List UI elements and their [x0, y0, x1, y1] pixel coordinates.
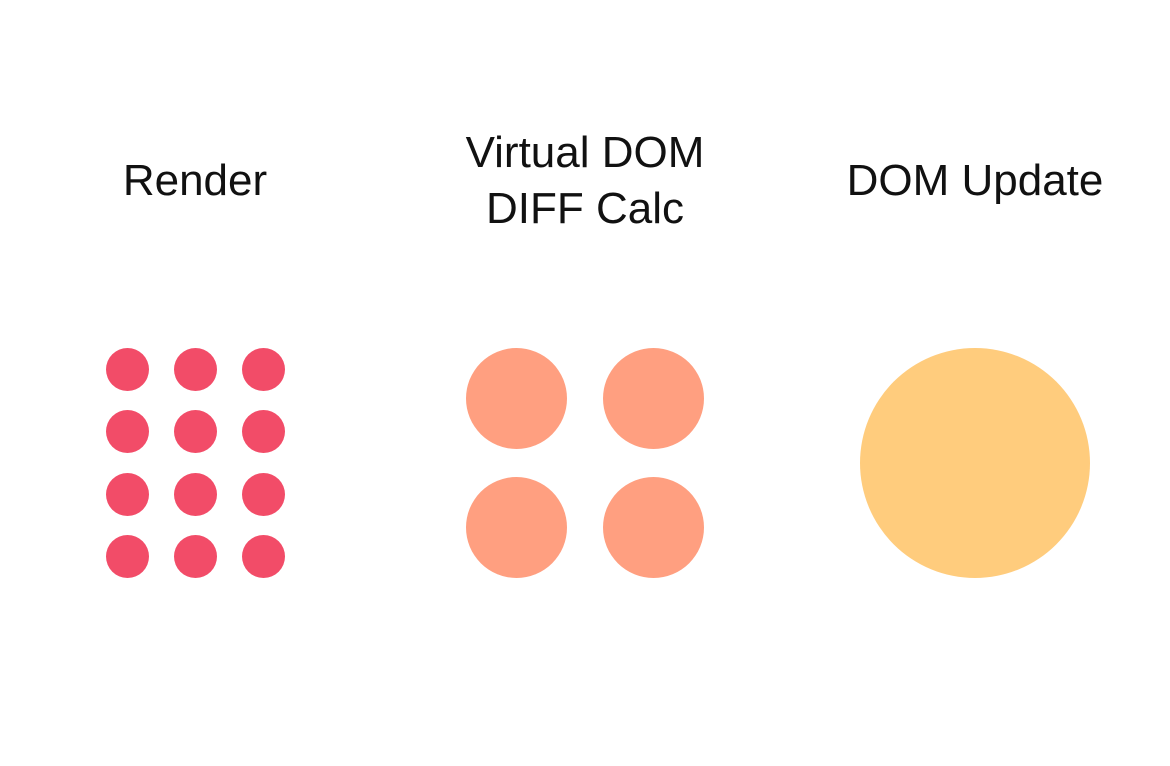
render-dot [242, 348, 285, 391]
render-dot [242, 473, 285, 516]
render-dot [174, 535, 217, 578]
stage-title-virtual-dom-diff: Virtual DOM DIFF Calc [435, 125, 735, 237]
render-dot [106, 535, 149, 578]
render-dot [174, 348, 217, 391]
stage-title-line: Virtual DOM [465, 128, 705, 177]
stage-title-line: Render [122, 156, 268, 205]
render-dot [174, 473, 217, 516]
stage-title-dom-update: DOM Update [815, 153, 1135, 209]
virtual-dom-dot [603, 348, 704, 449]
virtual-dom-dot [603, 477, 704, 578]
render-dot [106, 410, 149, 453]
render-dot [242, 535, 285, 578]
render-dot [174, 410, 217, 453]
stage-title-line: DIFF Calc [486, 184, 684, 233]
render-dot [242, 410, 285, 453]
dom-update-dot [860, 348, 1090, 578]
stage-title-render: Render [55, 153, 335, 209]
virtual-dom-dot [466, 348, 567, 449]
render-dot [106, 348, 149, 391]
virtual-dom-dot [466, 477, 567, 578]
render-dot [106, 473, 149, 516]
stage-title-line: DOM Update [846, 156, 1104, 205]
